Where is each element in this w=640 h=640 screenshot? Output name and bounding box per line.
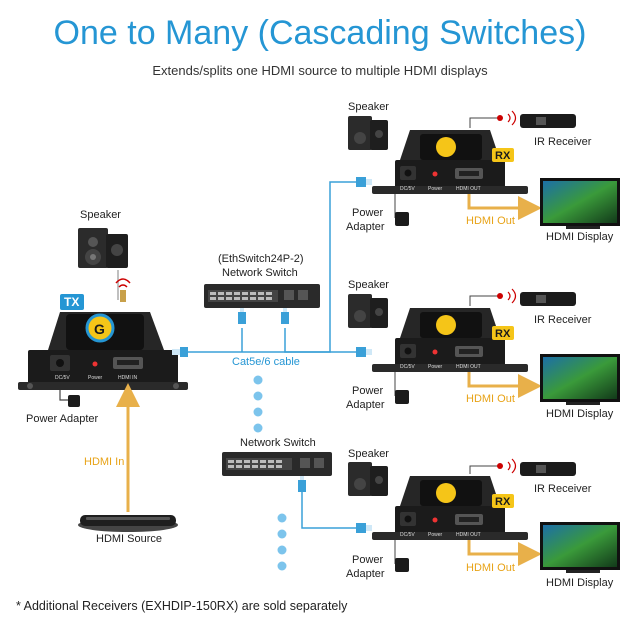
rx2-hdmi-out-label: HDMI Out [466,393,515,405]
tx-port-power: Power [88,375,103,381]
tx-ir-icon [115,278,131,302]
rx3-power-label-2: Adapter [346,568,385,580]
rx2-badge-text: RX [495,328,511,340]
cat-cables [185,181,372,529]
rx3-hdmi-out-line [467,540,542,566]
receiver-3: Speaker DC/5V Power HDMI OUT RX IR Recei… [346,448,620,589]
rx3-ir-label: IR Receiver [534,483,592,495]
rx1-ir-label: IR Receiver [534,136,592,148]
rx2-port-hdmi: HDMI OUT [456,364,481,370]
rx2-ir-label: IR Receiver [534,314,592,326]
rx1-speaker-label: Speaker [348,101,389,113]
rx2-power-adapter [394,372,409,404]
switch1-model: (EthSwitch24P-2) [218,253,304,265]
rx3-power-label-1: Power [352,554,384,566]
footnote: * Additional Receivers (EXHDIP-150RX) ar… [16,599,348,613]
rx2-display [540,354,620,405]
rx3-power-adapter [394,540,409,572]
rx3-speaker-label: Speaker [348,448,389,460]
tx-power-adapter [59,390,80,407]
rx1-hdmi-out-label: HDMI Out [466,215,515,227]
receiver-1: Speaker DC/5V Power HDMI OUT RX IR Recei… [346,101,620,243]
rx2-badge [492,326,514,340]
svg-text:G: G [94,321,105,337]
tx-port-dc: DC/5V [55,375,70,381]
switch1-plug-b [281,308,289,324]
rx3-hdmi-out-label: HDMI Out [466,562,515,574]
rx3-device [372,476,528,540]
rx1-port-power: Power [428,186,443,192]
rx1-hdmi-out-line [467,194,542,220]
rx2-port-power: Power [428,364,443,370]
rx3-display-label: HDMI Display [546,577,614,589]
rx3-speaker [348,462,388,496]
network-switch-2 [222,452,332,476]
rx3-ir-receiver [469,458,576,476]
receiver-2: Speaker DC/5V Power HDMI OUT RX IR Recei… [346,279,620,420]
rx1-display-label: HDMI Display [546,231,614,243]
hdmi-source-device [78,515,178,532]
rx1-badge [492,148,514,162]
tx-speaker [78,228,128,300]
tx-ethernet-plug [172,347,188,357]
hdmi-source-label: HDMI Source [96,533,162,545]
rx1-power-adapter [394,194,409,226]
rx3-display [540,522,620,573]
switch1-plug-a [238,308,246,324]
rx1-port-hdmi: HDMI OUT [456,186,481,192]
cable-label: Cat5e/6 cable [232,356,300,368]
page-title: One to Many (Cascading Switches) [53,14,587,52]
rx1-badge-text: RX [495,150,511,162]
tx-device: G [18,312,188,390]
page-subtitle: Extends/splits one HDMI source to multip… [152,63,488,78]
rx1-device [372,130,528,194]
rx1-port-dc: DC/5V [400,186,415,192]
rx2-speaker-label: Speaker [348,279,389,291]
tx-power-adapter-label: Power Adapter [26,413,98,425]
tx-speaker-label: Speaker [80,209,121,221]
rx1-power-label-1: Power [352,207,384,219]
rx1-ir-receiver [469,110,576,128]
rx3-ethernet-plug [356,523,372,533]
rx2-device [372,308,528,372]
rx1-ethernet-plug [356,177,372,187]
rx3-port-dc: DC/5V [400,532,415,538]
rx3-port-power: Power [428,532,443,538]
rx2-power-label-2: Adapter [346,399,385,411]
tx-port-hdmi: HDMI IN [118,375,138,381]
rx1-speaker [348,116,388,150]
rx3-badge [492,494,514,508]
rx3-port-hdmi: HDMI OUT [456,532,481,538]
network-switch-1 [204,284,320,308]
hdmi-in-label: HDMI In [84,456,124,468]
rx2-ir-receiver [469,288,576,306]
cascade-dots [253,375,287,571]
tx-badge: TX [60,294,84,310]
rx1-display [540,178,620,229]
rx2-hdmi-out-line [467,372,542,398]
rx3-badge-text: RX [495,496,511,508]
rx2-ethernet-plug [356,347,372,357]
switch1-label: Network Switch [222,267,298,279]
rx2-speaker [348,294,388,328]
rx2-port-dc: DC/5V [400,364,415,370]
rx2-power-label-1: Power [352,385,384,397]
switch2-plug [298,476,306,492]
tx-badge-text: TX [64,295,79,309]
switch2-label: Network Switch [240,437,316,449]
rx1-power-label-2: Adapter [346,221,385,233]
rx2-display-label: HDMI Display [546,408,614,420]
